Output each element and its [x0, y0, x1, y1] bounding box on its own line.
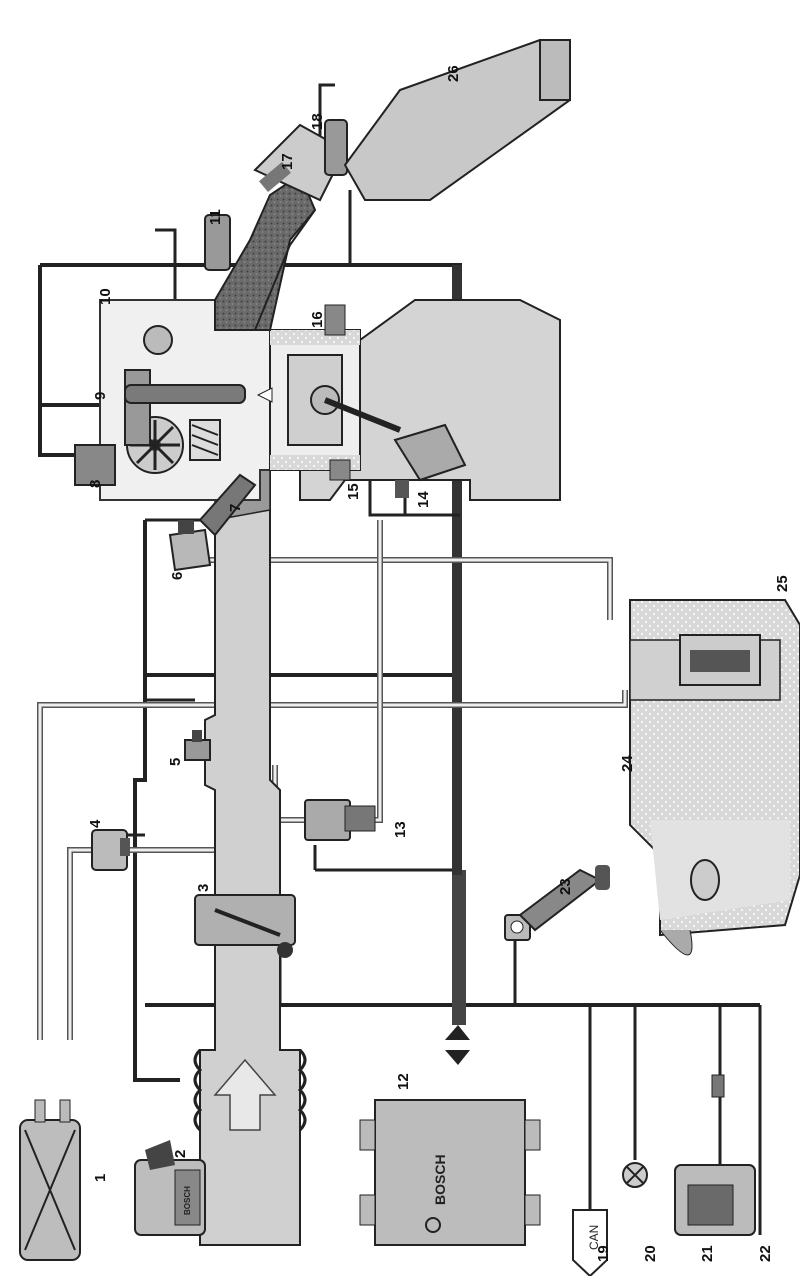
crank-sensor [395, 480, 409, 498]
carbon-canister [19, 1099, 81, 1261]
warning-lamp-icon [622, 1162, 648, 1188]
ignition-coil [143, 325, 173, 355]
intake-bellows [193, 1048, 307, 1132]
engine-block [256, 299, 561, 501]
airflow-arrow-icon [213, 1058, 277, 1131]
arrow-down-icon [445, 1050, 470, 1065]
charge-movement-actuator [168, 520, 212, 572]
injector-9 [124, 384, 246, 404]
label-21: 21 [699, 1245, 716, 1262]
label-3: 3 [195, 884, 212, 892]
label-22: 22 [757, 1245, 774, 1262]
main-catalyst [343, 38, 571, 201]
fuel-rail [124, 369, 151, 446]
can-bus-connector [572, 1209, 608, 1278]
label-5: 5 [167, 758, 184, 766]
label-1: 1 [92, 1174, 109, 1182]
callouts: 1 2 3 4 5 6 7 8 9 10 11 12 13 14 15 16 1… [87, 65, 791, 1262]
valve-spring [189, 419, 221, 461]
label-17: 17 [279, 153, 296, 170]
spark-icon [256, 387, 273, 403]
intake-pressure-sensor [184, 730, 211, 761]
label-13: 13 [392, 821, 409, 838]
label-11: 11 [207, 209, 224, 225]
accelerator-pedal [504, 865, 610, 941]
label-4: 4 [87, 819, 104, 828]
pressure-control-valve [304, 799, 376, 841]
label-16: 16 [309, 311, 326, 328]
label-18: 18 [309, 113, 326, 130]
diagnosis-tester [674, 1074, 756, 1236]
ecu [359, 1099, 541, 1246]
label-25: 25 [774, 575, 791, 592]
label-12: 12 [395, 1073, 412, 1090]
canister-purge-valve [91, 829, 130, 871]
temperature-sensor [324, 304, 346, 336]
filler-cap [690, 859, 720, 901]
label-19: 19 [595, 1245, 612, 1262]
can-label: CAN [587, 1225, 601, 1250]
label-10: 10 [97, 288, 114, 305]
crankshaft-wheel [393, 423, 467, 482]
cylinder-head [74, 299, 271, 501]
high-pressure-pump [74, 444, 116, 486]
label-9: 9 [92, 392, 109, 400]
lambda-sensor-downstream [324, 119, 348, 176]
arrow-up-icon [445, 1025, 470, 1040]
knock-sensor [329, 459, 351, 481]
fuel-lines [37, 520, 628, 1040]
label-2: 2 [172, 1150, 189, 1158]
label-6: 6 [169, 572, 186, 580]
ecu-brand: BOSCH [432, 1154, 448, 1205]
air-mass-meter [134, 1140, 206, 1236]
label-20: 20 [642, 1245, 659, 1262]
label-7: 7 [227, 504, 244, 512]
label-23: 23 [557, 878, 574, 895]
intake-duct [193, 469, 307, 1246]
injector-7 [198, 473, 257, 537]
fuel-tank [629, 599, 800, 956]
bosch-logo-icon [425, 1217, 441, 1233]
label-14: 14 [415, 491, 432, 508]
sensor-brand: BOSCH [183, 1186, 192, 1215]
label-26: 26 [445, 65, 462, 82]
label-24: 24 [619, 755, 636, 772]
throttle-valve [194, 894, 296, 958]
filler-neck [659, 929, 693, 956]
label-15: 15 [345, 483, 362, 500]
lambda-sensor-upstream [204, 214, 231, 271]
label-8: 8 [87, 480, 104, 488]
